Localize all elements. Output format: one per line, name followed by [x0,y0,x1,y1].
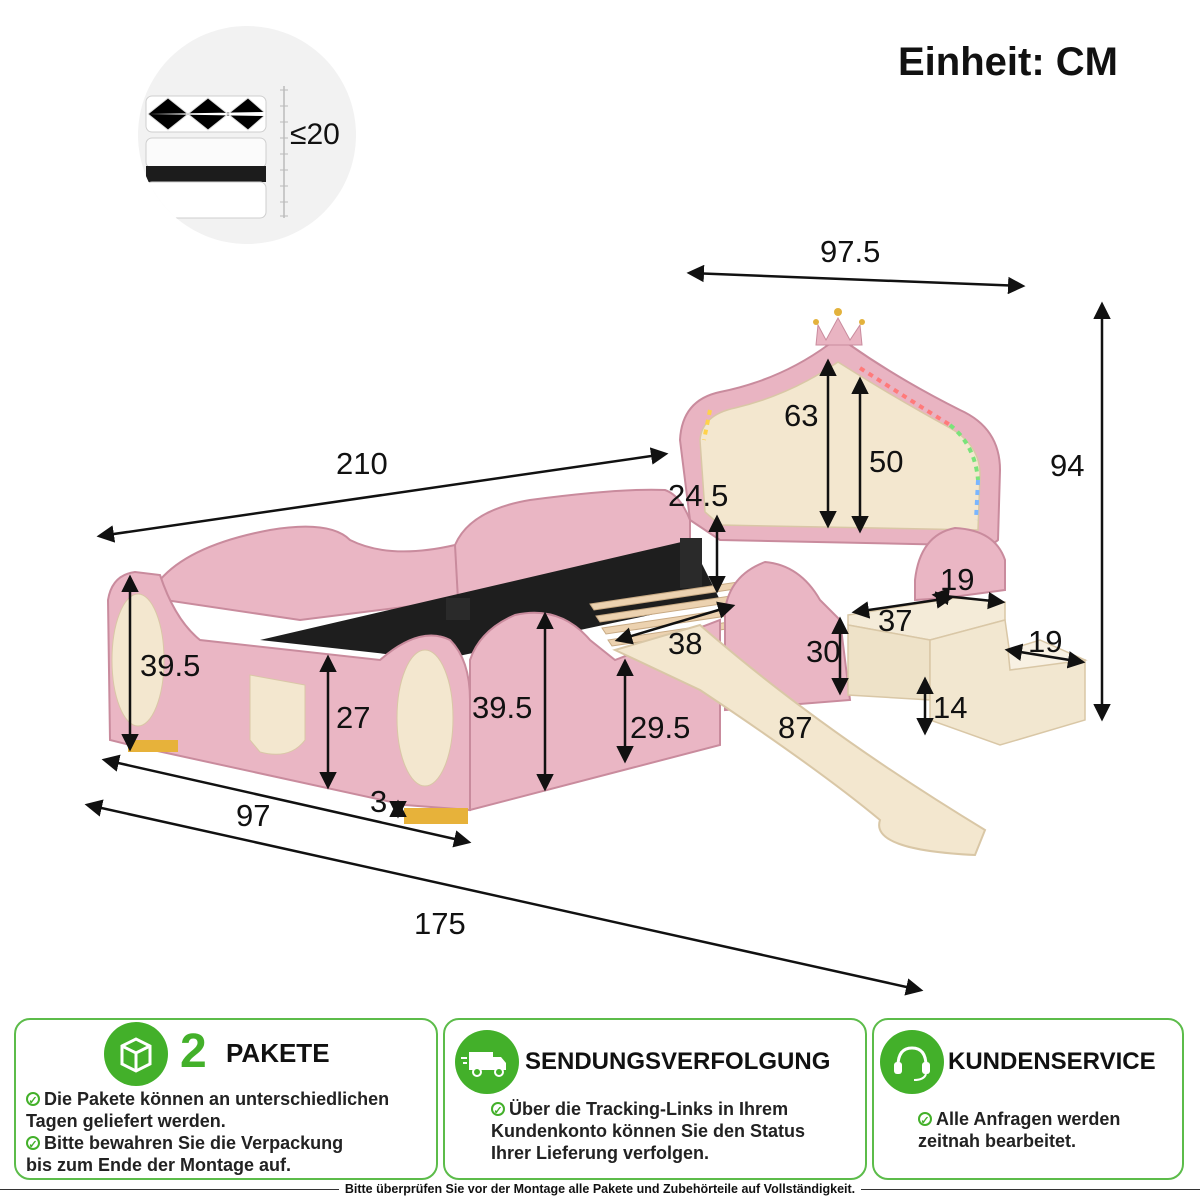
slide [612,623,987,857]
mattress-height-label: ≤20 [290,118,340,151]
dim-total-height: 94 [1050,448,1085,483]
dim-slide-length: 87 [778,710,813,745]
crown [815,316,863,346]
bed-pocket [249,674,306,755]
tracking-title: SENDUNGSVERFOLGUNG [525,1048,831,1075]
unit-label: Einheit: CM [898,40,1118,84]
bed-illustration [84,264,1111,996]
footer-note: Bitte überprüfen Sie vor der Montage all… [0,1182,1200,1196]
bed-foot-left [128,740,178,752]
dim-step-top-depth: 19 [940,562,975,597]
dim-step-lower-depth: 19 [1028,624,1063,659]
dim-headboard-inner-height: 50 [869,444,904,479]
packages-note-2: ✓Bitte bewahren Sie die Verpackung bis z… [26,1133,344,1175]
dim-front-height: 39.5 [472,690,533,725]
dim-foot-height: 3 [370,784,388,819]
dim-total-length: 210 [336,446,388,481]
packages-title: PAKETE [226,1038,330,1068]
dim-total-width: 175 [414,906,466,941]
headset-icon [880,1030,944,1094]
packages-note-1: ✓Die Pakete können an unterschiedlichen … [26,1089,390,1131]
check-icon: ✓ [26,1136,40,1151]
truck-icon [455,1030,519,1094]
dim-side-height: 39.5 [140,648,201,683]
dim-rail-height: 27 [336,700,371,735]
dim-step-lower-height: 14 [933,690,968,725]
check-icon: ✓ [918,1112,932,1127]
dimension-lines [84,264,1111,996]
led-strip [702,366,980,521]
bed-frame-inner [260,540,720,660]
mattress-inset: ≤20 [138,26,356,244]
check-icon: ✓ [491,1102,505,1117]
packages-count: 2 [180,1025,207,1078]
bed-foot-right [404,808,468,824]
check-icon: ✓ [26,1092,40,1107]
dim-step-upper-height: 30 [806,634,841,669]
dim-bed-width: 97 [236,798,271,833]
package-icon [104,1022,168,1086]
dim-slide-width: 38 [668,626,703,661]
dim-headboard-gap: 24.5 [668,478,729,513]
card-tracking: SENDUNGSVERFOLGUNG ✓Über die Tracking-Li… [443,1018,867,1180]
dim-headboard-width: 97.5 [820,234,881,269]
service-title: KUNDENSERVICE [948,1048,1156,1075]
card-customer-service: KUNDENSERVICE ✓Alle Anfragen werden zeit… [872,1018,1184,1180]
mattress-icon [145,86,288,219]
headboard-cushion [699,361,981,531]
dim-headboard-height: 63 [784,398,819,433]
tracking-note: ✓Über die Tracking-Links in Ihrem Kunden… [491,1099,806,1163]
dim-step-top-width: 37 [878,603,913,638]
card-packages: 2 PAKETE ✓Die Pakete können an unterschi… [14,1018,438,1180]
service-note: ✓Alle Anfragen werden zeitnah bearbeitet… [918,1109,1121,1151]
dim-slide-base-height: 29.5 [630,710,691,745]
